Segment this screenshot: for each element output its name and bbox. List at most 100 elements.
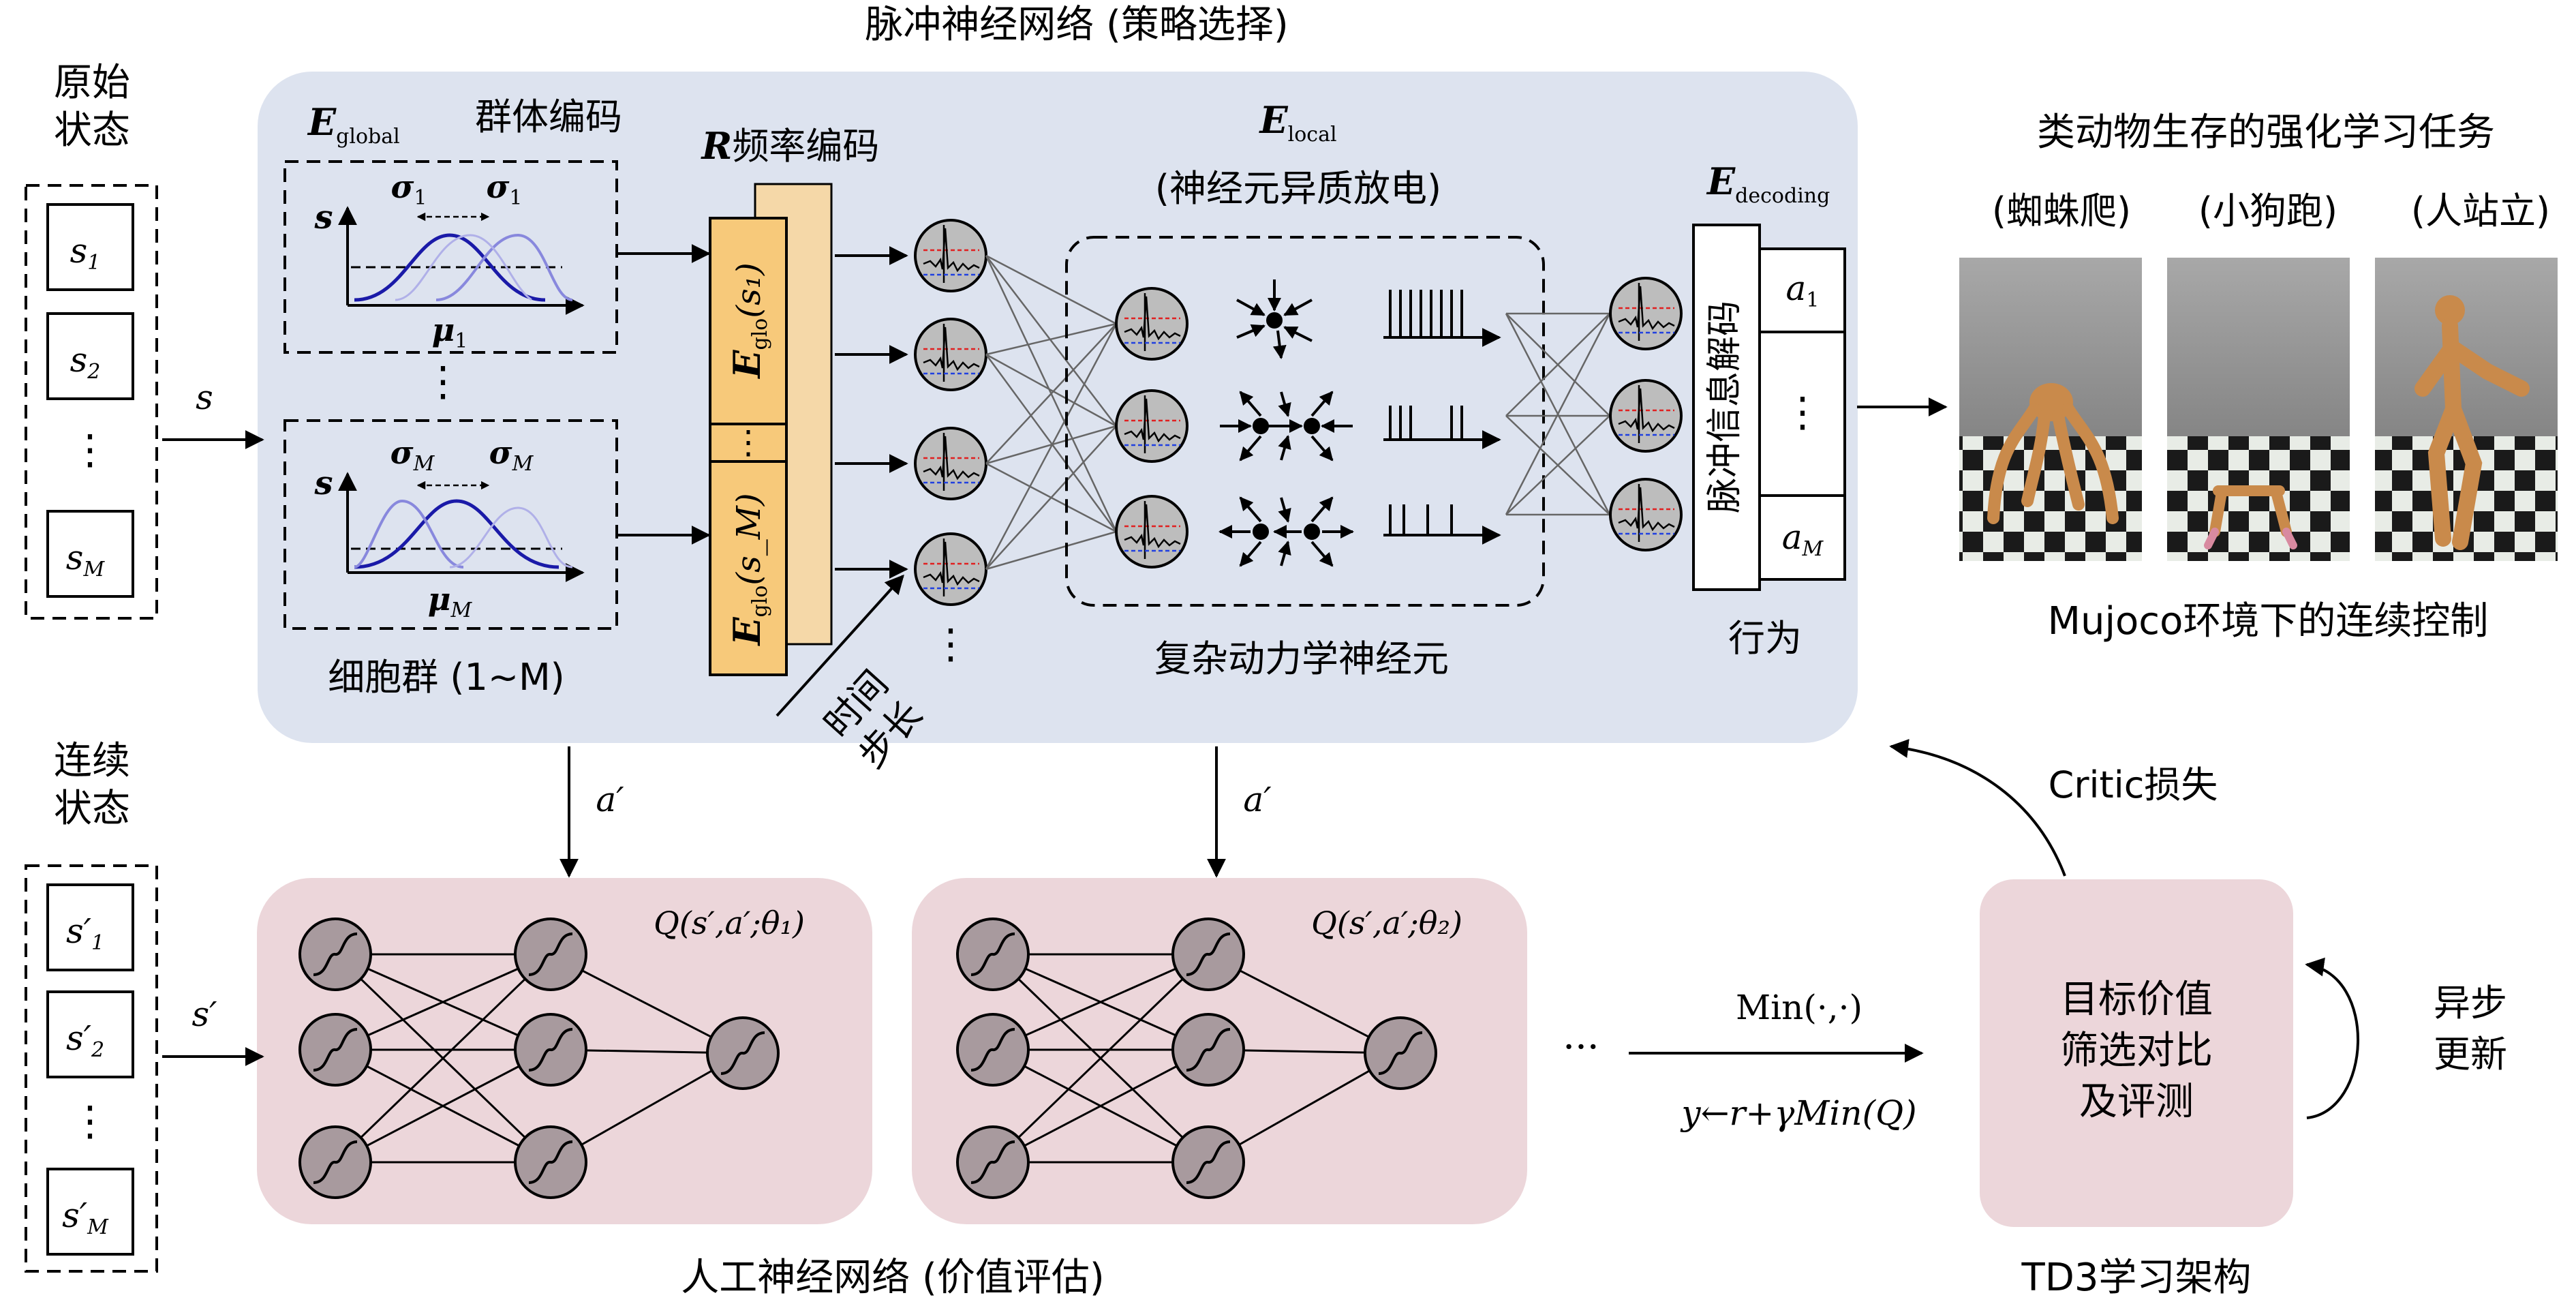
svg-text:s′1: s′1 (66, 911, 104, 955)
gaussian-plot-1 (338, 206, 585, 315)
svg-text:s′2: s′2 (66, 1018, 104, 1062)
cont-state-label-1: 连续 (54, 739, 130, 783)
neuron-icon (1609, 277, 1683, 350)
sigmoid-neuron-icon (1171, 1125, 1245, 1199)
svg-text:sM: sM (66, 538, 106, 581)
action-a1: a1 (1786, 269, 1820, 312)
sigmoid-neuron-icon (956, 918, 1030, 991)
complex-neurons-label: 复杂动力学神经元 (1154, 637, 1449, 680)
td3-title: TD3学习架构 (2021, 1256, 2252, 1300)
cont-state-s2: s′2 (46, 990, 134, 1078)
mujoco-title: Mujoco环境下的连续控制 (2048, 599, 2489, 643)
sigmoid-neuron-icon (298, 1013, 372, 1087)
encoding-ellipsis: ⋮ (423, 358, 463, 406)
sigmoid-neuron-icon (514, 1013, 587, 1087)
raw-state-s2: s2 (46, 312, 134, 400)
min-label: Min(·,·) (1736, 988, 1862, 1027)
arrow-s-label: s (196, 378, 213, 417)
local-dashed-box (1065, 236, 1545, 607)
sigma1-left: σ1 (390, 168, 427, 210)
gaussian-s-label-m: s (313, 464, 333, 502)
q2-label: Q(s′,a′;θ₂) (1311, 905, 1462, 941)
cont-state-sm: s′M (46, 1168, 134, 1256)
task-item-human: (人站立) (2411, 189, 2550, 232)
task-item-spider: (蜘蛛爬) (1992, 189, 2131, 232)
target-formula: y←r+γMin(Q) (1680, 1093, 1916, 1133)
svg-text:s1: s1 (70, 231, 101, 275)
neuron-icon (1609, 478, 1683, 551)
gaussian-s-label-1: s (313, 198, 333, 237)
behavior-label: 行为 (1728, 617, 1802, 660)
arrow-burst-icon (1220, 391, 1353, 461)
spike-train-icon (1383, 290, 1501, 347)
td3-box (1980, 879, 2293, 1227)
sigmoid-neuron-icon (706, 1016, 780, 1090)
action-ellipsis: ⋮ (1782, 389, 1823, 436)
async-label-2: 更新 (2434, 1033, 2507, 1076)
task-item-dog: (小狗跑) (2198, 189, 2337, 232)
snn-title: 脉冲神经网络 (策略选择) (865, 3, 1289, 47)
neuron-icon (1115, 495, 1189, 568)
sigmoid-neuron-icon (956, 1125, 1030, 1199)
time-step-arrow (776, 574, 904, 717)
mum-label: μM (428, 581, 473, 622)
ann-title: 人工神经网络 (价值评估) (681, 1256, 1105, 1300)
sigma1-right: σ1 (486, 168, 522, 210)
connections-local-output (1505, 312, 1611, 516)
e-global-label: Eglobal (307, 100, 400, 149)
async-label-1: 异步 (2434, 982, 2507, 1025)
svg-text:s′M: s′M (62, 1196, 109, 1239)
gaussian-box-1 (283, 160, 618, 354)
rate-cell-m (709, 460, 788, 676)
neuron-icon (914, 532, 987, 606)
decoding-box-label: 脉冲信息解码 (1704, 301, 1745, 513)
e-local-desc: (神经元异质放电) (1155, 167, 1441, 210)
neuron-icon (914, 318, 987, 391)
task-title: 类动物生存的强化学习任务 (2037, 110, 2495, 155)
td3-box-line-2: 筛选对比 (2060, 1029, 2213, 1073)
neuron-icon (1115, 389, 1189, 463)
e-decoding-label: Edecoding (1706, 160, 1830, 208)
sigmoid-neuron-icon (514, 918, 587, 991)
cont-state-s1: s′1 (46, 883, 134, 971)
td3-box-line-1: 目标价值 (2060, 977, 2213, 1022)
sigmoid-neuron-icon (298, 918, 372, 991)
neuron-icon (914, 427, 987, 500)
critic-loss-arrow (1889, 739, 2066, 877)
rate-cell-1 (709, 217, 788, 425)
raw-state-box (25, 184, 158, 620)
cells-label: 细胞群 (1~M) (328, 656, 565, 699)
neuron-icon (1115, 287, 1189, 361)
sigmoid-neuron-icon (514, 1125, 587, 1199)
rate-cell-ellipsis: ⋮ (732, 423, 765, 461)
ann-ellipsis: ··· (1563, 1025, 1599, 1070)
sigmam-right: σM (489, 434, 534, 476)
raw-state-label-2: 状态 (54, 108, 130, 153)
rate-cell-m-label: Eglo(s_M) (725, 493, 772, 646)
connections-input-local (985, 254, 1118, 571)
mu1-label: μ1 (432, 312, 468, 353)
sigmam-left: σM (390, 434, 435, 476)
input-neuron-ellipsis: ⋮ (930, 620, 971, 668)
arrow-burst-icon (1218, 496, 1354, 567)
sigmoid-neuron-icon (1364, 1016, 1437, 1090)
sigmoid-neuron-icon (1171, 1013, 1245, 1087)
action-am: aM (1782, 517, 1824, 561)
decoding-box (1692, 224, 1761, 591)
sigmoid-neuron-icon (1171, 918, 1245, 991)
robot-render-icon (2167, 258, 2350, 561)
e-local-label: Elocal (1258, 98, 1336, 147)
neuron-icon (914, 219, 987, 292)
rate-to-input-arrows (835, 246, 908, 579)
cont-state-label-2: 状态 (54, 787, 130, 831)
robot-render-icon (2375, 258, 2558, 561)
q1-label: Q(s′,a′;θ₁) (654, 905, 805, 941)
td3-box-line-3: 及评测 (2079, 1080, 2194, 1124)
aprime-label-1: a′ (596, 780, 624, 819)
gaussian-plot-m (338, 472, 585, 582)
robot-render-icon (1959, 258, 2142, 561)
neuron-icon (1609, 379, 1683, 453)
cont-state-ellipsis: ⋮ (70, 1097, 110, 1145)
gaussian-box-m (283, 419, 618, 630)
rate-cell-1-label: Eglo(s₁) (725, 262, 772, 379)
